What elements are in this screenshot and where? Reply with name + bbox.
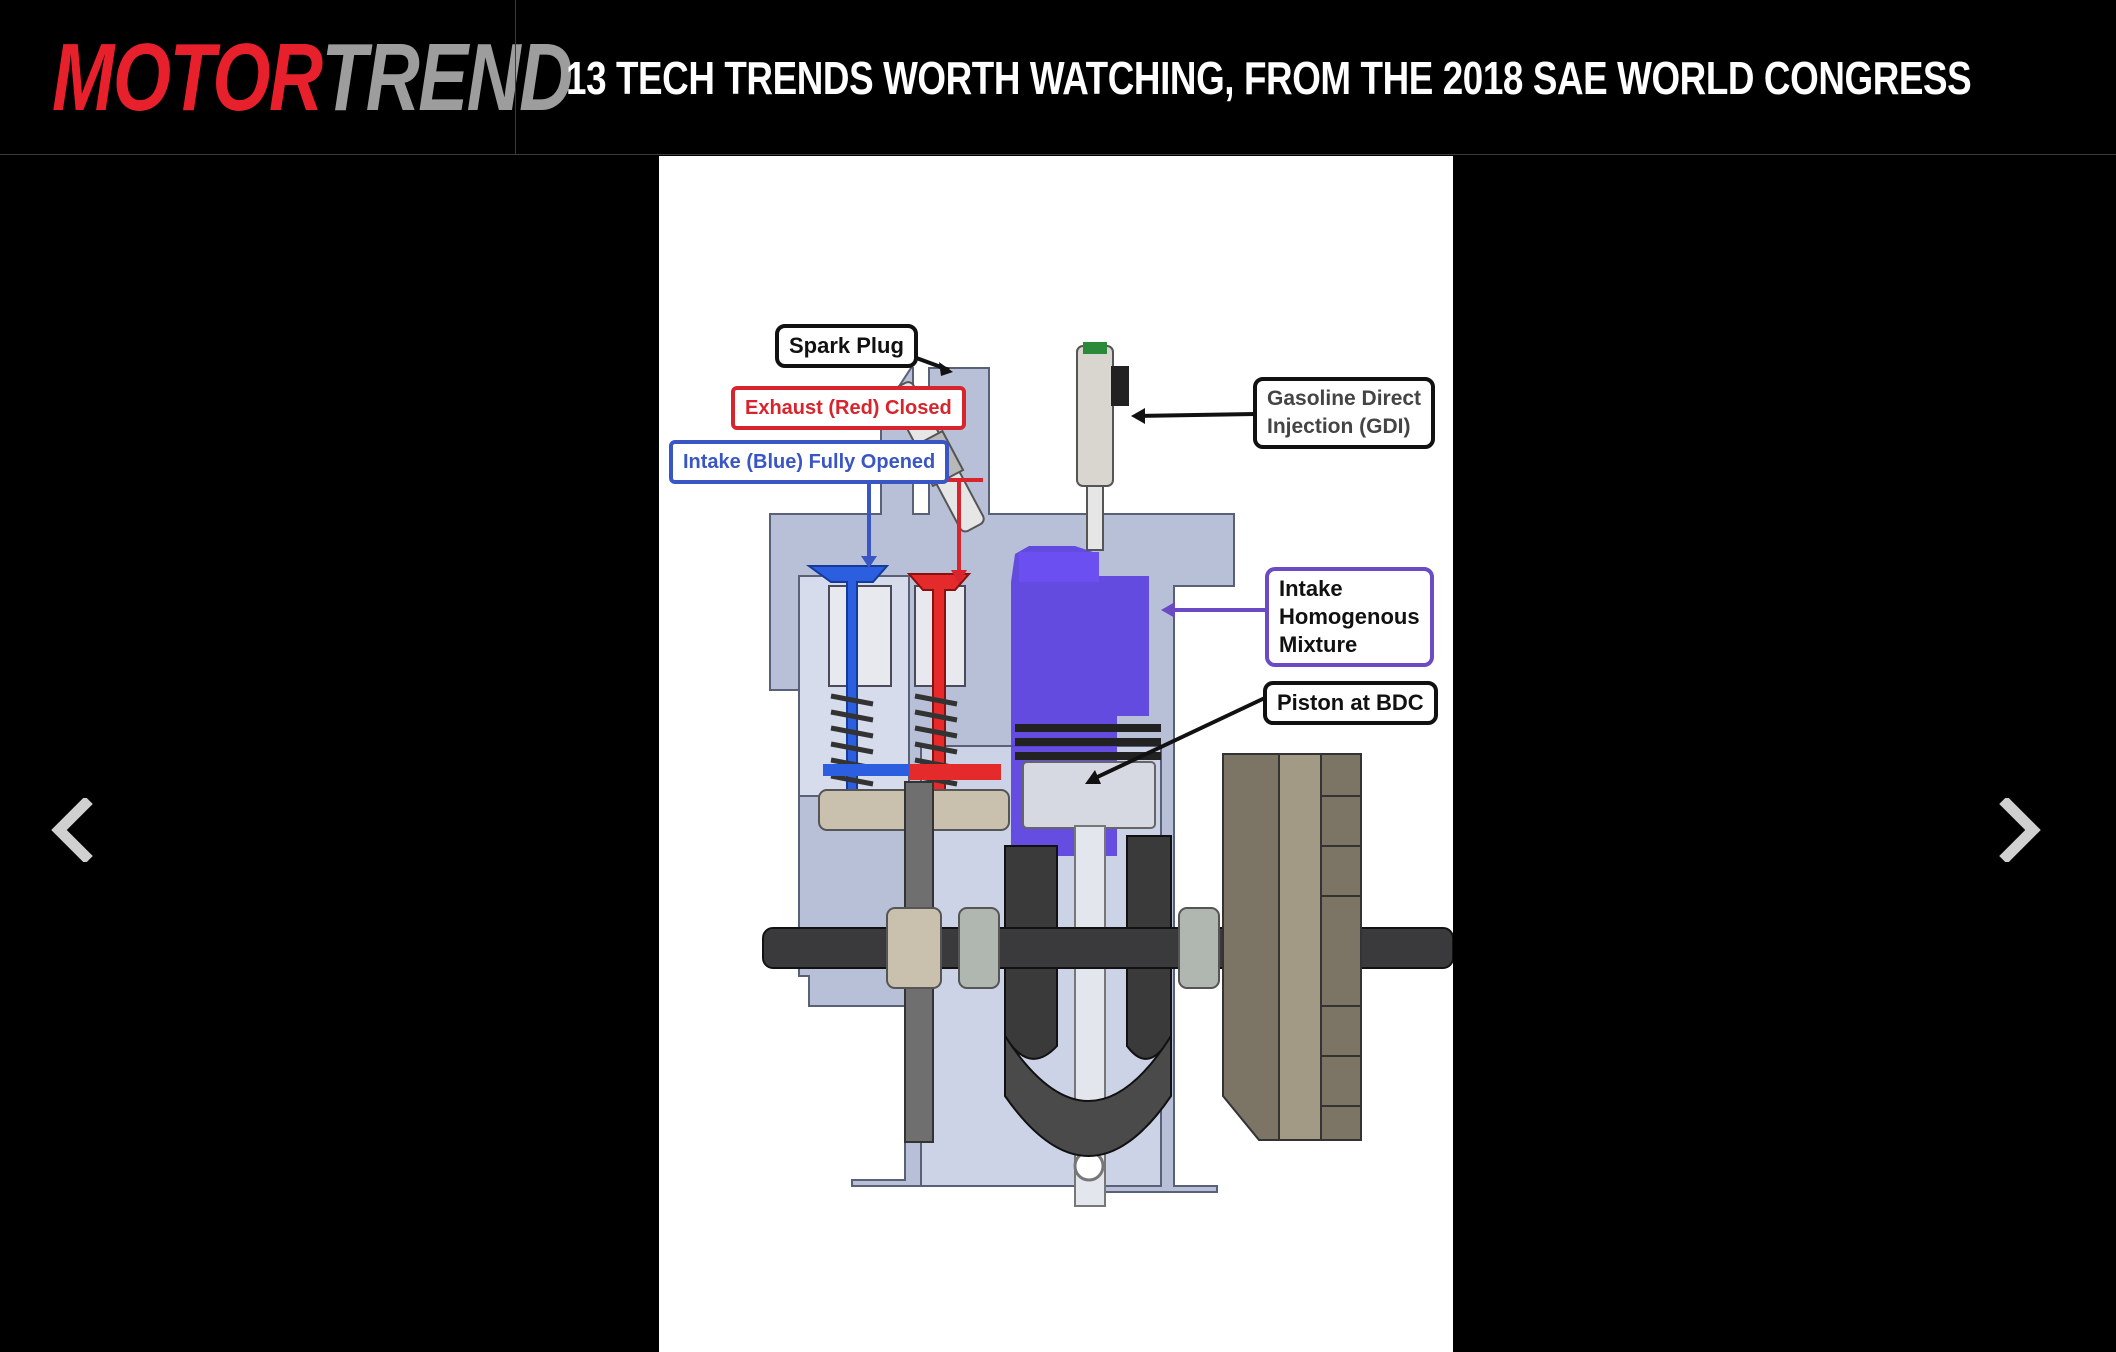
- callout-exhaust: Exhaust (Red) Closed: [731, 386, 966, 430]
- slide-image: Spark Plug Exhaust (Red) Closed Intake (…: [659, 156, 1453, 1352]
- callout-spark-plug: Spark Plug: [775, 324, 918, 368]
- callout-intake: Intake (Blue) Fully Opened: [669, 440, 950, 484]
- chevron-right-icon: [1999, 798, 2041, 862]
- label-piston: Piston at BDC: [1277, 690, 1424, 715]
- gallery-title: 13 TECH TRENDS WORTH WATCHING, FROM THE …: [566, 52, 1972, 104]
- logo-trend: TREND: [321, 24, 574, 131]
- label-gdi-line1: Gasoline Direct: [1267, 387, 1422, 410]
- next-slide-button[interactable]: [1986, 790, 2056, 870]
- previous-slide-button[interactable]: [36, 790, 106, 870]
- callout-gdi: Gasoline Direct Injection (GDI): [1253, 377, 1436, 449]
- label-mixture-line2: Homogenous: [1279, 604, 1420, 629]
- label-spark-plug: Spark Plug: [789, 333, 904, 358]
- label-gdi-line2: Injection (GDI): [1267, 415, 1411, 438]
- engine-cutaway-illustration: [762, 342, 1453, 1207]
- label-mixture-line3: Mixture: [1279, 632, 1358, 657]
- label-intake: Intake (Blue) Fully Opened: [683, 451, 936, 473]
- chevron-left-icon: [51, 798, 93, 862]
- label-exhaust: Exhaust (Red) Closed: [745, 397, 952, 419]
- logo-motor: MOTOR: [52, 24, 323, 131]
- header-divider: [515, 0, 516, 154]
- callout-piston: Piston at BDC: [1263, 681, 1438, 725]
- callout-mixture: Intake Homogenous Mixture: [1265, 567, 1434, 667]
- label-mixture-line1: Intake: [1279, 576, 1343, 601]
